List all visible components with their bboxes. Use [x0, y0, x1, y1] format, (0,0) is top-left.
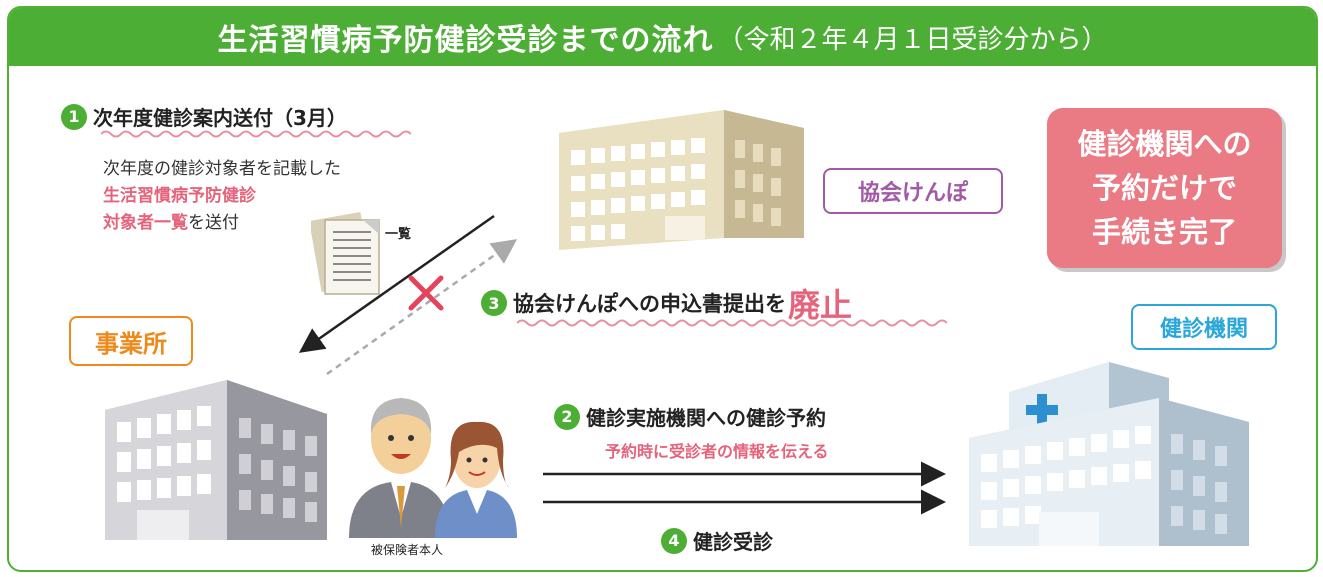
- document-label: 一覧: [385, 227, 412, 242]
- kyokai-building-icon: [559, 110, 804, 250]
- step1-description: 次年度の健診対象者を記載した 生活習慣病予防健診 対象者一覧を送付: [103, 156, 341, 237]
- step1-desc-line1: 次年度の健診対象者を記載した: [103, 159, 341, 179]
- step2-title: 健診実施機関への健診予約: [586, 406, 826, 430]
- page-subtitle: （令和２年４月１日受診分から）: [717, 24, 1108, 55]
- flow-arrows-step2-4: [543, 461, 946, 515]
- step2-heading: 2 健診実施機関への健診予約: [554, 402, 826, 431]
- cross-icon: [408, 275, 444, 311]
- flow-arrows-step1-3: [298, 214, 518, 376]
- step2-note: 予約時に受診者の情報を伝える: [605, 442, 829, 461]
- callout-line2: 予約だけで: [1091, 171, 1237, 205]
- insured-people-icon: [349, 398, 517, 538]
- step2-number: 2: [554, 403, 580, 430]
- callout-line3: 手続き完了: [1091, 215, 1237, 249]
- step1-title: 次年度健診案内送付（3月）: [93, 106, 347, 130]
- step4-number: 4: [661, 527, 687, 554]
- step1-underline: [101, 130, 411, 138]
- step3-emphasis: 廃止: [788, 286, 853, 324]
- step3-underline: [517, 319, 947, 327]
- step3-number: 3: [481, 290, 507, 316]
- insured-label: 被保険者本人: [371, 543, 444, 557]
- kenshin-kikan-label: 健診機関: [1131, 304, 1277, 350]
- step4-title: 健診受診: [693, 530, 773, 554]
- step1-desc-highlight1: 生活習慣病予防健診: [103, 186, 256, 206]
- step4-heading: 4 健診受診: [661, 526, 773, 555]
- document-icon: [311, 212, 380, 295]
- step1-desc-suffix: を送付: [188, 213, 239, 233]
- jigyosho-building-icon: [105, 380, 327, 540]
- hospital-building-icon: [969, 362, 1249, 546]
- step1-heading: 1 次年度健診案内送付（3月）: [61, 102, 347, 131]
- callout-line1: 健診機関への: [1077, 127, 1252, 161]
- step1-number: 1: [61, 103, 87, 130]
- step3-arrow-dashed: [326, 239, 518, 376]
- diagram-frame: 生活習慣病予防健診受診までの流れ （令和２年４月１日受診分から） 1 次年度健診…: [7, 6, 1318, 572]
- step3-title: 協会けんぽへの申込書提出を: [513, 292, 786, 316]
- page-title: 生活習慣病予防健診受診までの流れ: [217, 23, 714, 58]
- header-bar: 生活習慣病予防健診受診までの流れ （令和２年４月１日受診分から）: [9, 8, 1316, 66]
- callout-box: 健診機関への 予約だけで 手続き完了: [1047, 108, 1282, 268]
- step1-arrow: [298, 214, 495, 353]
- jigyosho-label: 事業所: [69, 316, 193, 366]
- step3-heading: 3 協会けんぽへの申込書提出を 廃止: [481, 280, 852, 326]
- kyokai-label: 協会けんぽ: [823, 168, 1003, 214]
- step1-desc-highlight2: 対象者一覧: [103, 213, 188, 233]
